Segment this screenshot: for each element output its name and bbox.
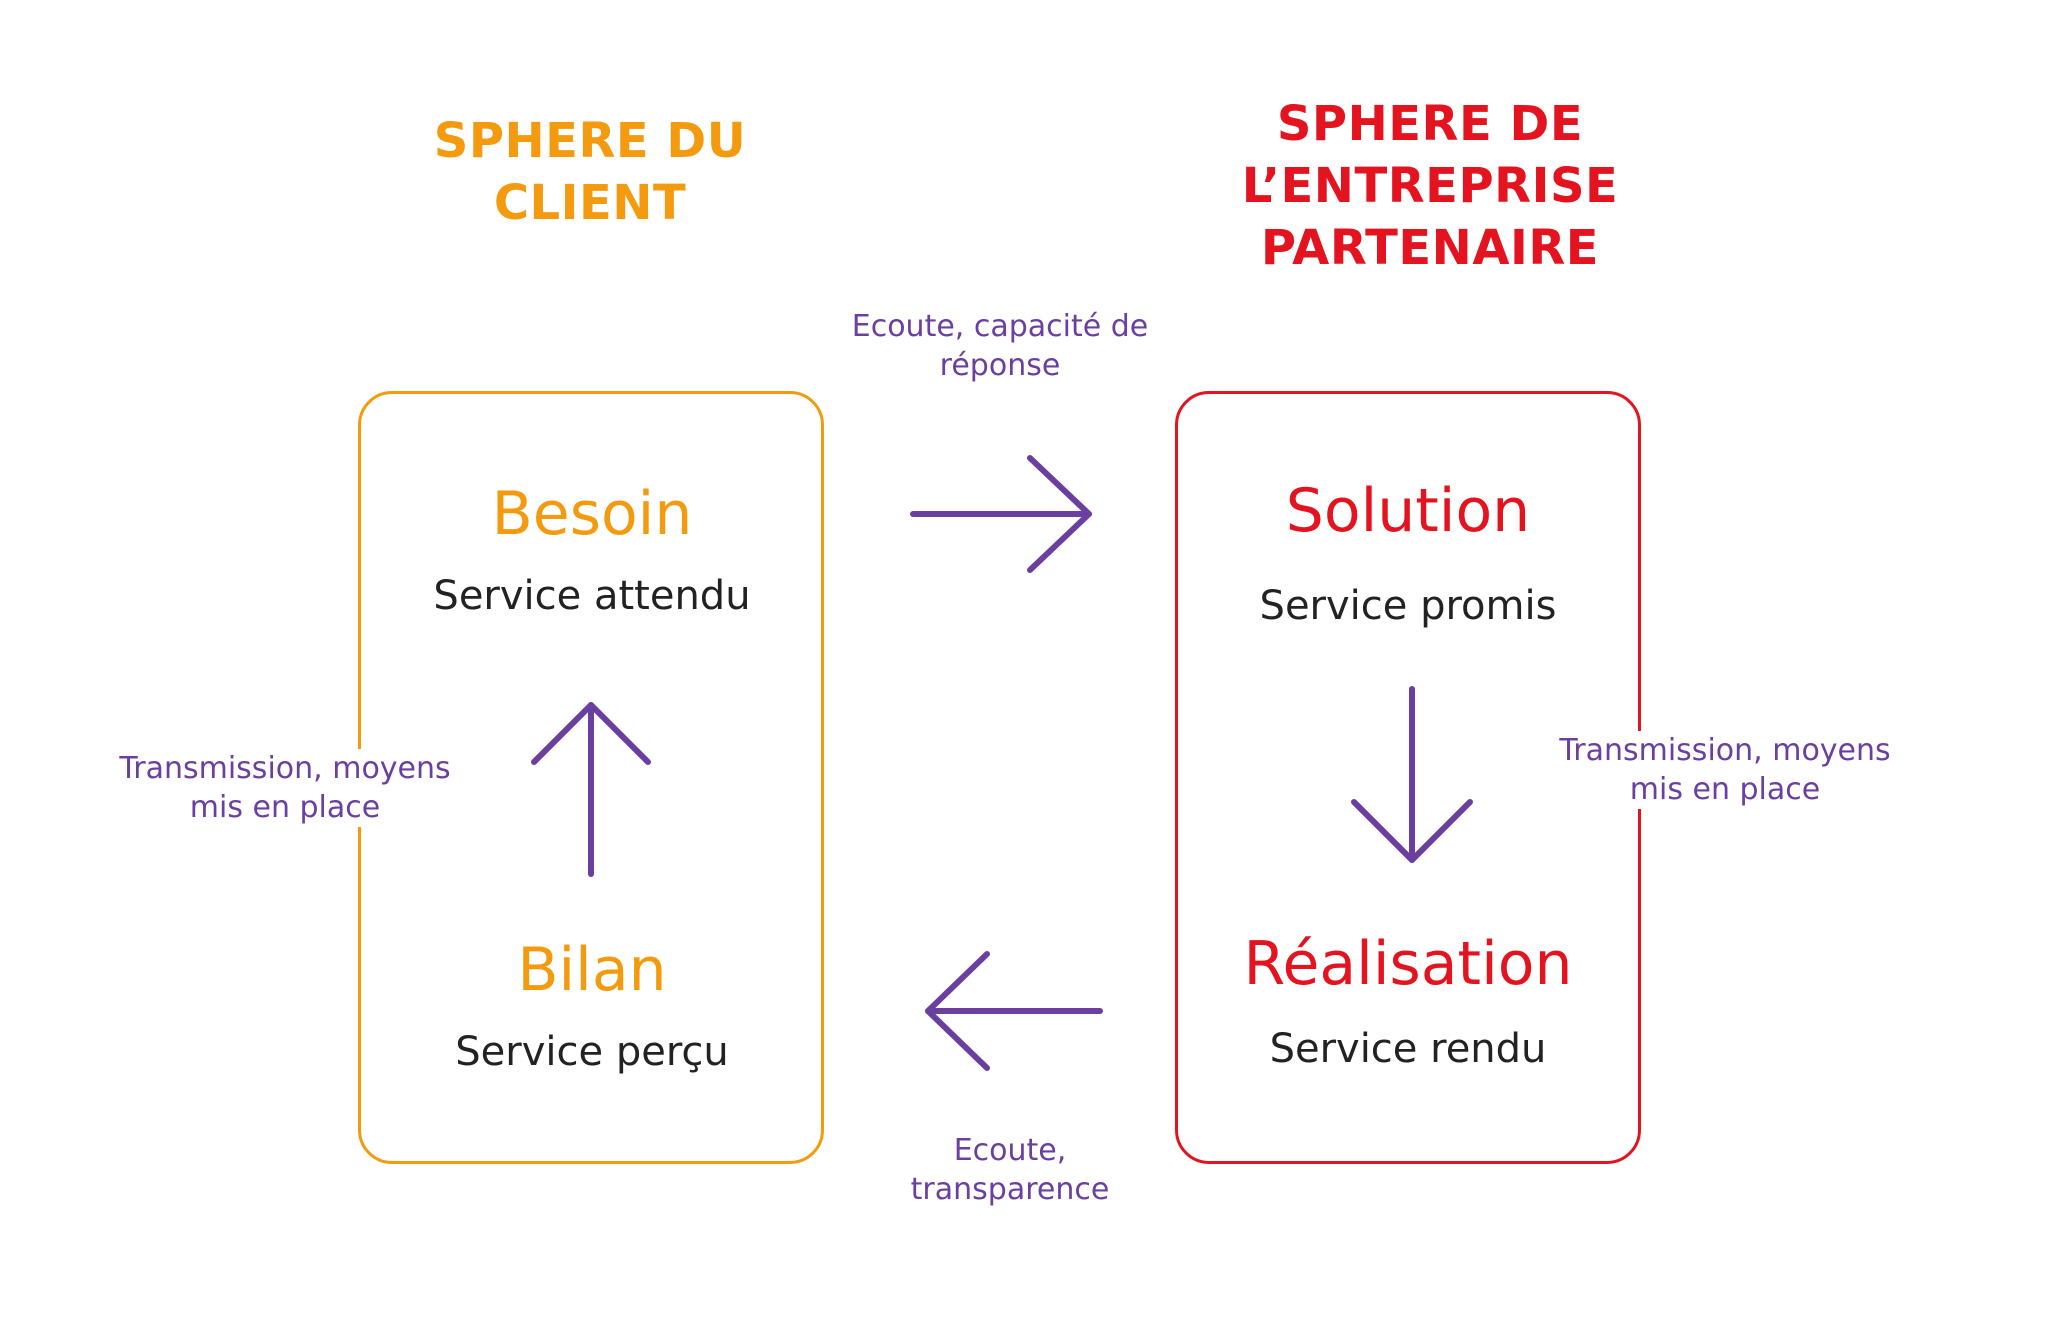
- node-realisation-subtitle: Service rendu: [1269, 1026, 1547, 1072]
- edge-label-bilan-to-besoin-line-1: Transmission, moyens: [90, 749, 480, 788]
- edge-label-besoin-to-solution-line-1: Ecoute, capacité de: [851, 309, 1149, 344]
- sphere-client-title-line-2: CLIENT: [493, 175, 687, 231]
- node-bilan-subtitle: Service perçu: [455, 1029, 729, 1075]
- sphere-partner-title: SPHERE DE L’ENTREPRISE PARTENAIRE: [1180, 93, 1680, 279]
- arrow-realisation-to-bilan: [925, 951, 1103, 1071]
- edge-label-besoin-to-solution-line-2: réponse: [939, 348, 1061, 383]
- sphere-client-title-line-1: SPHERE DU: [433, 113, 747, 169]
- node-besoin-title: Besoin: [491, 479, 693, 549]
- edge-label-realisation-to-bilan: Ecoute, transparence: [820, 1131, 1200, 1209]
- node-solution-title: Solution: [1285, 476, 1531, 546]
- edge-label-besoin-to-solution: Ecoute, capacité de réponse: [780, 307, 1220, 385]
- node-solution-subtitle: Service promis: [1259, 583, 1557, 629]
- arrow-besoin-to-solution: [910, 455, 1092, 573]
- node-besoin-subtitle: Service attendu: [433, 573, 751, 619]
- sphere-partner-title-line-3: PARTENAIRE: [1260, 220, 1600, 276]
- edge-label-realisation-to-bilan-line-1: Ecoute,: [953, 1133, 1067, 1168]
- node-realisation-title: Réalisation: [1243, 929, 1573, 999]
- edge-label-solution-to-realisation: Transmission, moyens mis en place: [1530, 731, 1920, 809]
- sphere-partner-title-line-1: SPHERE DE: [1276, 96, 1584, 152]
- node-bilan-title: Bilan: [517, 935, 667, 1005]
- edge-label-solution-to-realisation-line-1: Transmission, moyens: [1530, 731, 1920, 770]
- edge-label-bilan-to-besoin: Transmission, moyens mis en place: [90, 749, 480, 827]
- edge-label-realisation-to-bilan-line-2: transparence: [910, 1172, 1110, 1207]
- sphere-client-title: SPHERE DU CLIENT: [390, 110, 790, 234]
- edge-label-bilan-to-besoin-line-2: mis en place: [90, 788, 480, 827]
- sphere-partner-title-line-2: L’ENTREPRISE: [1241, 158, 1619, 214]
- edge-label-solution-to-realisation-line-2: mis en place: [1530, 770, 1920, 809]
